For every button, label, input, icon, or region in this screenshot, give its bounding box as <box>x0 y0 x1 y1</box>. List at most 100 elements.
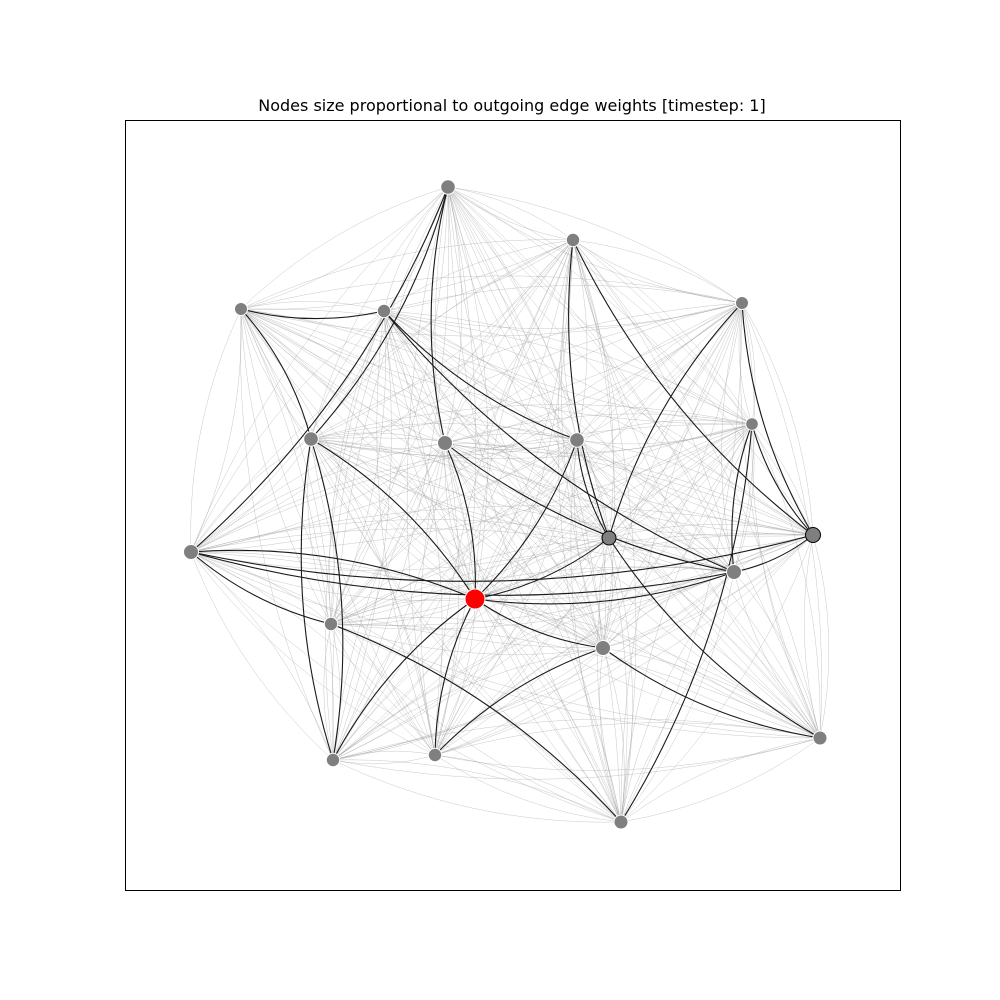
graph-node <box>325 752 341 768</box>
graph-edge-light <box>310 404 753 440</box>
graph-edge-light <box>330 442 446 625</box>
graph-edge-light <box>240 308 735 573</box>
graph-edge-light <box>738 302 753 425</box>
graph-edge-light <box>434 571 735 756</box>
graph-edge-light <box>608 537 821 739</box>
graph-edge-strong <box>434 647 604 756</box>
graph-edge-light <box>190 551 334 761</box>
graph-edge-light <box>434 722 821 756</box>
graph-edge-light <box>434 439 578 756</box>
graph-edge-light <box>240 275 743 310</box>
graph-edge-light <box>383 310 443 756</box>
graph-edge-light <box>751 423 814 536</box>
graph-edge-strong <box>608 537 821 739</box>
graph-edge-light <box>620 571 735 823</box>
graph-edge-strong <box>190 551 332 625</box>
graph-node <box>812 730 828 746</box>
graph-edge-light <box>190 308 242 553</box>
graph-edge-light <box>240 186 449 310</box>
graph-edge-light <box>599 647 622 823</box>
graph-edge-strong <box>608 302 743 539</box>
graph-edge-light <box>444 413 753 444</box>
graph-edge-light <box>602 647 821 739</box>
graph-edge-strong <box>751 423 814 536</box>
graph-edge-light <box>190 551 622 823</box>
graph-edge-light <box>240 301 385 312</box>
graph-edge-light <box>240 308 578 441</box>
graph-node <box>726 564 742 580</box>
graph-edge-light <box>444 442 735 573</box>
graph-edge-light <box>444 186 463 444</box>
graph-edge-light <box>444 442 821 739</box>
graph-edge-light <box>608 537 735 573</box>
graph-edge-light <box>240 239 574 310</box>
graph-edge-light <box>310 438 335 625</box>
graph-edge-light <box>383 310 604 649</box>
graph-edge-light <box>741 302 814 536</box>
graph-node-highlighted <box>464 588 486 610</box>
graph-edge-strong <box>474 439 578 600</box>
graph-node <box>303 431 319 447</box>
plot-frame <box>125 120 901 891</box>
graph-edge-light <box>240 308 610 539</box>
graph-edge-light <box>741 302 756 425</box>
graph-edge-light <box>447 186 489 600</box>
graph-edge-light <box>434 537 610 756</box>
graph-edge-light <box>190 551 476 601</box>
graph-edge-strong <box>474 571 735 605</box>
graph-edge-light <box>447 186 735 573</box>
graph-node <box>565 232 581 248</box>
graph-edge-light <box>190 505 814 553</box>
graph-edge-light <box>602 423 753 649</box>
graph-edge-light <box>330 623 622 823</box>
graph-edge-light <box>330 623 436 756</box>
graph-edge-light <box>330 623 821 739</box>
graph-edge-light <box>307 438 332 625</box>
graph-edge-light <box>240 308 735 573</box>
graph-edge-light <box>310 438 622 823</box>
graph-edge-light <box>240 308 578 441</box>
graph-edge-strong <box>332 598 476 761</box>
graph-edge-light <box>602 302 743 649</box>
graph-edge-light <box>190 310 385 553</box>
graph-edge-light <box>608 302 743 539</box>
graph-edge-light <box>190 239 574 553</box>
graph-edge-light <box>310 239 574 440</box>
graph-edge-light <box>240 308 814 536</box>
graph-edge-light <box>474 302 743 600</box>
graph-edge-light <box>741 302 822 739</box>
graph-edge-light <box>332 759 622 823</box>
graph-edge-strong <box>240 308 312 440</box>
graph-edge-light <box>332 302 743 761</box>
graph-edge-light <box>608 537 633 823</box>
graph-edge-light <box>383 310 610 539</box>
graph-edge-light <box>240 308 821 739</box>
graph-edge-light <box>434 754 622 823</box>
graph-edge-light <box>812 534 830 739</box>
graph-node <box>376 303 392 319</box>
graph-edge-light <box>190 442 446 553</box>
graph-edge-light <box>310 438 622 823</box>
graph-edge-light <box>447 186 604 649</box>
graph-edge-light <box>190 186 449 553</box>
graph-edge-light <box>330 623 604 655</box>
graph-edge-light <box>332 571 735 761</box>
graph-edge-light <box>620 534 814 823</box>
graph-edge-light <box>576 302 743 441</box>
graph-edge-light <box>434 439 578 756</box>
graph-edge-light <box>383 239 574 312</box>
graph-edge-light <box>332 439 578 761</box>
graph-edge-light <box>310 438 604 649</box>
graph-edge-light <box>572 239 735 573</box>
graph-edge-light <box>240 308 814 536</box>
graph-edge-light <box>434 537 610 756</box>
graph-edge-strong <box>240 308 385 320</box>
graph-edge-light <box>190 423 753 553</box>
graph-edge-light <box>474 598 821 739</box>
graph-edge-light <box>310 438 821 739</box>
graph-edge-strong <box>310 438 344 761</box>
graph-edge-light <box>383 302 743 329</box>
graph-edge-light <box>447 186 610 539</box>
graph-edge-light <box>330 623 821 739</box>
graph-edge-light <box>474 598 622 823</box>
